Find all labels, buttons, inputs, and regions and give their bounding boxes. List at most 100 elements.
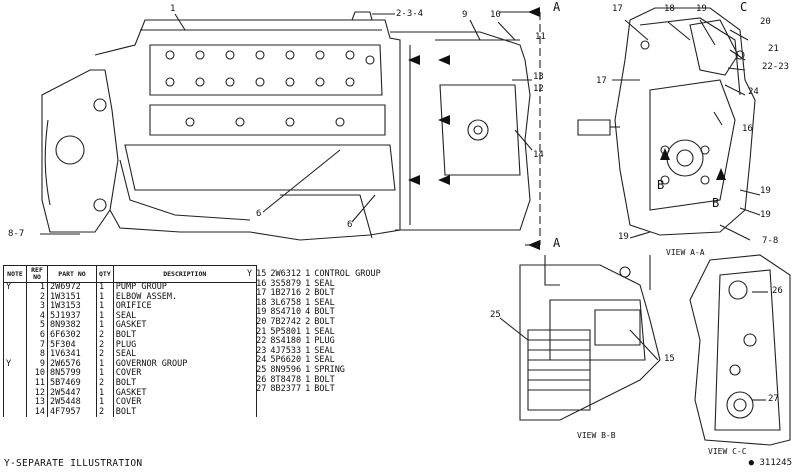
ref-no-cell: 23 <box>256 345 267 356</box>
description-cell: BOLT <box>112 378 257 389</box>
view-cc-outline <box>689 254 791 446</box>
qty-cell: 1 <box>96 311 114 322</box>
callout-16: 16 <box>742 124 753 134</box>
note-cell <box>3 369 27 379</box>
ref-no-cell: 18 <box>256 297 267 308</box>
description-cell: BOLT <box>314 374 335 385</box>
part-no-cell: 5J1937 <box>47 311 97 322</box>
description-cell: GASKET <box>112 321 257 331</box>
header-description: DESCRIPTION <box>112 265 257 283</box>
note-cell <box>245 299 254 309</box>
description-cell: PUMP GROUP <box>112 282 257 293</box>
qty-cell: 2 <box>96 350 114 360</box>
callout-25: 25 <box>490 310 501 320</box>
header-ref-no: REF NO <box>26 265 48 283</box>
qty-cell: 1 <box>96 388 114 399</box>
part-no-cell: 8T8478 <box>270 374 302 385</box>
ref-no-cell: 27 <box>256 384 267 395</box>
note-cell <box>245 308 254 318</box>
note-cell <box>3 302 27 312</box>
flange-outline <box>41 69 119 233</box>
ref-no-cell: 26 <box>256 374 267 385</box>
section-a-bottom: A <box>553 236 561 250</box>
qty-cell: 1 <box>305 345 311 356</box>
header-note: NOTE <box>3 265 27 283</box>
ref-no-cell: 14 <box>26 407 48 418</box>
callout-19d: 19 <box>618 232 629 242</box>
ref-no-cell: 20 <box>256 316 267 327</box>
qty-cell: 1 <box>305 297 311 308</box>
callout-19c: 19 <box>760 210 771 220</box>
ref-no-cell: 15 <box>256 269 267 279</box>
part-no-cell: 1B2716 <box>270 288 302 299</box>
qty-cell: 2 <box>96 378 114 389</box>
description-cell: BOLT <box>112 407 257 418</box>
qty-cell: 1 <box>96 359 114 370</box>
qty-cell: 2 <box>96 340 114 351</box>
qty-cell: 1 <box>305 326 311 337</box>
callout-14: 14 <box>533 150 544 160</box>
callout-17b: 17 <box>596 76 607 86</box>
callout-19a: 19 <box>696 4 707 14</box>
part-no-cell: 4F7957 <box>47 407 97 418</box>
note-cell <box>3 388 27 399</box>
part-no-cell: 5F304 <box>47 340 97 351</box>
ref-no-cell: 19 <box>256 307 267 318</box>
ref-no-cell: 9 <box>26 359 48 370</box>
description-cell: PLUG <box>112 340 257 351</box>
note-cell <box>245 337 254 347</box>
view-aa-outline <box>614 7 756 236</box>
qty-cell: 1 <box>96 302 114 312</box>
part-no-cell: 8N9596 <box>270 364 302 375</box>
qty-cell: 1 <box>96 398 114 408</box>
view-aa-label: VIEW A-A <box>666 248 705 257</box>
description-cell: BOLT <box>314 288 335 299</box>
note-cell <box>245 356 254 366</box>
part-no-cell: 5P5801 <box>270 326 302 337</box>
header-qty: QTY <box>96 265 114 283</box>
note-cell <box>245 376 254 386</box>
part-no-cell: 1V6341 <box>47 350 97 360</box>
callout-1: 1 <box>170 4 176 14</box>
ref-no-cell: 3 <box>26 302 48 312</box>
callout-13: 13 <box>533 72 544 82</box>
part-no-cell: 2W5448 <box>47 398 97 408</box>
callout-26: 26 <box>772 286 783 296</box>
cover-bolts <box>165 50 375 127</box>
qty-cell: 1 <box>96 282 114 293</box>
part-no-cell: 8S4710 <box>270 307 302 318</box>
note-cell <box>3 292 27 303</box>
callout-6b: 6 <box>347 220 353 230</box>
qty-cell: 1 <box>305 336 311 347</box>
part-no-cell: 4J7533 <box>270 345 302 356</box>
ref-no-cell: 25 <box>256 364 267 375</box>
note-cell <box>3 321 27 331</box>
view-bb-outline <box>519 264 661 421</box>
description-cell: BOLT <box>112 330 257 341</box>
callout-11: 11 <box>535 32 546 42</box>
description-cell: BOLT <box>314 316 335 327</box>
part-no-cell: 3L6758 <box>270 297 302 308</box>
qty-cell: 1 <box>96 321 114 331</box>
